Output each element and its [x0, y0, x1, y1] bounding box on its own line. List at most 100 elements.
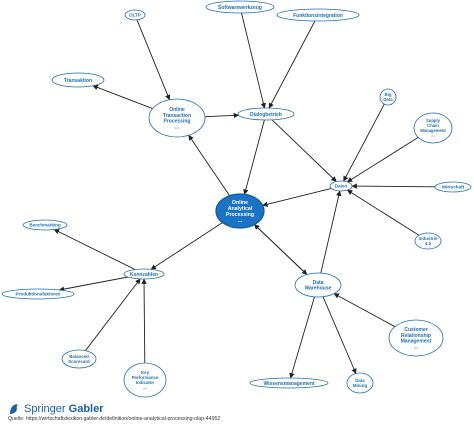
node-supply-chain-management[interactable]: SupplyChainManagement...	[413, 112, 453, 144]
node-label-data-mining-line-1: Mining	[353, 383, 367, 388]
edge-data-warehouse-to-daten	[320, 190, 342, 274]
node-label-supply-chain-management-line-0: Supply	[426, 118, 441, 123]
node-label-balanced-scorecard-line-0: Balanced	[69, 354, 89, 359]
node-label-big-data-line-0: Big	[385, 92, 392, 97]
node-label-wirtschaft-line-0: Wirtschaft	[442, 185, 465, 190]
node-label-produktionsfaktoren-line-0: Produktionsfaktoren	[16, 292, 61, 297]
node-shape-benchmarking	[22, 219, 68, 231]
edge-dialogbetrieb-to-daten	[271, 119, 337, 182]
node-label-oltp-line-0: OLTP	[129, 13, 141, 18]
node-wissensmanagement[interactable]: Wissensmanagement	[249, 377, 329, 389]
node-shape-daten	[329, 180, 353, 192]
node-label-online-transaction-processing-line-3: ...	[175, 124, 180, 130]
node-label-customer-relationship-management-line-2: Management	[401, 339, 432, 345]
node-shape-transaktion	[51, 72, 105, 88]
node-label-key-performance-indicator-line-2: Indicator	[136, 380, 155, 385]
node-shape-softwarewerkzeug	[205, 0, 275, 14]
node-label-customer-relationship-management-line-1: Relationship	[401, 333, 431, 339]
edge-supply-chain-management-to-daten	[346, 137, 419, 183]
node-label-key-performance-indicator-line-1: Performance	[132, 375, 159, 380]
edge-daten-to-online-analytical-processing	[262, 187, 332, 207]
node-label-softwarewerkzeug-line-0: Softwarewerkzeug	[218, 5, 262, 11]
node-label-funktionsintegration-line-0: Funktionsintegration	[293, 13, 343, 19]
node-online-analytical-processing[interactable]: OnlineAnalyticalProcessing...	[215, 193, 265, 229]
node-label-kennzahlen-line-0: Kennzahlen	[130, 272, 158, 278]
edge-oltp-to-online-transaction-processing	[136, 19, 171, 101]
node-label-key-performance-indicator-line-0: Key	[141, 370, 150, 375]
node-daten[interactable]: Daten	[329, 180, 353, 192]
edge-data-warehouse-to-online-analytical-processing	[254, 224, 308, 275]
node-label-daten-line-0: Daten	[335, 184, 348, 189]
node-shape-dialogbetrieb	[237, 107, 295, 121]
node-label-key-performance-indicator-line-3: ...	[143, 385, 147, 390]
edge-big-data-to-daten	[343, 103, 385, 182]
node-shape-key-performance-indicator	[123, 362, 167, 398]
edge-funktionsintegration-to-dialogbetrieb	[268, 20, 316, 109]
node-label-online-analytical-processing-line-3: ...	[238, 218, 243, 224]
edge-wirtschaft-to-daten	[351, 183, 436, 189]
node-label-online-analytical-processing-line-2: Processing	[226, 212, 254, 218]
edge-industrie-4-0-to-daten	[346, 189, 420, 236]
brand-springer: Springer	[24, 403, 66, 415]
node-label-online-analytical-processing-line-0: Online	[232, 200, 248, 206]
node-label-wissensmanagement-line-0: Wissensmanagement	[263, 381, 314, 387]
node-label-supply-chain-management-line-1: Chain	[427, 123, 439, 128]
node-label-supply-chain-management-line-3: ...	[431, 133, 435, 138]
node-label-supply-chain-management-line-2: Management	[420, 128, 446, 133]
node-label-benchmarking-line-0: Benchmarking	[29, 223, 61, 228]
node-oltp[interactable]: OLTP	[124, 9, 146, 21]
node-shape-industrie-4-0	[414, 232, 442, 250]
edge-online-analytical-processing-to-online-transaction-processing	[188, 134, 230, 196]
node-label-data-warehouse-line-0: Data	[313, 280, 324, 286]
node-label-online-transaction-processing-line-2: Processing	[164, 119, 191, 125]
node-shape-wirtschaft	[434, 181, 472, 193]
node-shape-balanced-scorecard	[61, 349, 97, 369]
springer-horse-icon	[10, 404, 18, 414]
edge-softwarewerkzeug-to-dialogbetrieb	[241, 12, 266, 109]
node-label-customer-relationship-management-line-0: Customer	[404, 327, 427, 333]
node-online-transaction-processing[interactable]: OnlineTransactionProcessing...	[148, 98, 206, 138]
node-shape-big-data	[379, 88, 397, 106]
node-label-balanced-scorecard-line-1: Scorecard	[68, 359, 90, 364]
edge-kennzahlen-to-benchmarking	[53, 229, 136, 270]
node-shape-data-mining	[346, 372, 374, 394]
node-label-dialogbetrieb-line-0: Dialogbetrieb	[250, 112, 282, 118]
node-shape-customer-relationship-management	[388, 319, 444, 357]
source-citation[interactable]: Quelle: https://wirtschaftslexikon.gable…	[8, 416, 221, 422]
node-label-industrie-4-0-line-0: Industrie	[418, 236, 437, 241]
node-label-industrie-4-0-line-1: 4.0	[425, 241, 432, 246]
edge-key-performance-indicator-to-kennzahlen	[141, 278, 147, 364]
node-transaktion[interactable]: Transaktion	[51, 72, 105, 88]
edge-data-warehouse-to-wissensmanagement	[289, 296, 315, 379]
node-label-data-warehouse-line-1: Warehouse	[305, 286, 332, 292]
node-label-online-transaction-processing-line-1: Transaction	[163, 113, 191, 119]
node-shape-oltp	[124, 9, 146, 21]
node-customer-relationship-management[interactable]: CustomerRelationshipManagement...	[388, 319, 444, 357]
edges	[53, 12, 436, 379]
node-benchmarking[interactable]: Benchmarking	[22, 219, 68, 231]
edge-online-transaction-processing-to-dialogbetrieb	[204, 112, 240, 119]
brand-gabler: Gabler	[68, 403, 104, 415]
node-shape-supply-chain-management	[413, 112, 453, 144]
node-key-performance-indicator[interactable]: KeyPerformanceIndicator...	[123, 362, 167, 398]
edge-data-warehouse-to-data-mining	[322, 296, 357, 374]
edge-online-transaction-processing-to-transaktion	[92, 84, 153, 110]
node-shape-produktionsfaktoren	[1, 288, 75, 300]
node-shape-data-warehouse	[294, 272, 342, 298]
node-produktionsfaktoren[interactable]: Produktionsfaktoren	[1, 288, 75, 300]
node-kennzahlen[interactable]: Kennzahlen	[123, 268, 165, 280]
node-label-online-analytical-processing-line-1: Analytical	[228, 206, 253, 212]
edge-kennzahlen-to-produktionsfaktoren	[58, 276, 129, 292]
node-funktionsintegration[interactable]: Funktionsintegration	[276, 8, 360, 22]
node-shape-online-transaction-processing	[148, 98, 206, 138]
node-softwarewerkzeug[interactable]: Softwarewerkzeug	[205, 0, 275, 14]
node-label-customer-relationship-management-line-3: ...	[414, 344, 419, 350]
node-wirtschaft[interactable]: Wirtschaft	[434, 181, 472, 193]
node-dialogbetrieb[interactable]: Dialogbetrieb	[237, 107, 295, 121]
